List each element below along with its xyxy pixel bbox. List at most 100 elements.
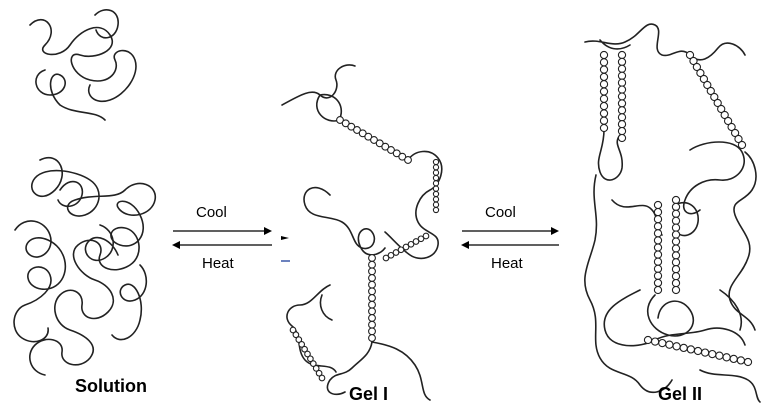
polymer-chain [287, 285, 430, 400]
helix-bead [654, 230, 661, 237]
helix-bead [672, 266, 679, 273]
helix-bead [433, 159, 438, 164]
helix-bead [369, 321, 376, 328]
helix-bead [600, 95, 607, 102]
cool-label: Cool [485, 204, 516, 221]
polymer-chain [327, 255, 372, 394]
helix-bead [672, 224, 679, 231]
helix-bead [618, 128, 625, 135]
helix-bead [618, 134, 625, 141]
transition-arrows-2 [461, 227, 559, 249]
helix-bead [369, 261, 376, 268]
helix-bead [672, 231, 679, 238]
random-coil [30, 158, 156, 375]
helix-bead [433, 191, 438, 196]
helix-bead [433, 202, 438, 207]
helix-bead [433, 165, 438, 170]
solution-panel [14, 10, 155, 375]
helix-bead [672, 238, 679, 245]
helix-bead [673, 343, 680, 350]
helix-bead [672, 210, 679, 217]
helix-bead [618, 107, 625, 114]
helix-bead [618, 121, 625, 128]
helix-bead [600, 51, 607, 58]
polymer-chain [585, 24, 745, 60]
helix-bead [654, 258, 661, 265]
helix-bead [709, 351, 716, 358]
helix-bead [369, 301, 376, 308]
helix-bead [600, 66, 607, 73]
helix-bead [433, 175, 438, 180]
helix-bead [369, 288, 376, 295]
helix-bead [672, 259, 679, 266]
helix-bead [672, 286, 679, 293]
helix-bead [369, 268, 376, 275]
helix-bead [672, 217, 679, 224]
polymer-chain [282, 65, 355, 121]
polymer-chain [320, 295, 332, 320]
helix-bead [405, 157, 412, 164]
helix-bead [433, 197, 438, 202]
helix-bead [737, 357, 744, 364]
cool-arrow-head [551, 227, 559, 235]
helix-bead [618, 86, 625, 93]
helix-bead [672, 196, 679, 203]
cool-arrow-head [264, 227, 272, 235]
helix-bead [369, 308, 376, 315]
helix-bead [369, 335, 376, 342]
helix-bead [369, 255, 376, 262]
helix-bead [600, 103, 607, 110]
helix-bead [716, 352, 723, 359]
helix-bead [654, 244, 661, 251]
helix-bead [618, 100, 625, 107]
helix-bead [369, 275, 376, 282]
helix-bead [600, 59, 607, 66]
helix-bead [433, 170, 438, 175]
helix-bead [687, 346, 694, 353]
helix-bead [600, 88, 607, 95]
helix-bead [654, 201, 661, 208]
helix-bead [694, 347, 701, 354]
polymer-chain [684, 142, 756, 330]
helix-bead [433, 186, 438, 191]
helix-bead [600, 73, 607, 80]
random-coil [14, 221, 118, 342]
helix-bead [618, 58, 625, 65]
gel-two-caption: Gel II [658, 384, 702, 405]
helix-bead [666, 341, 673, 348]
gel-two-panel [585, 24, 760, 402]
helix-bead [738, 141, 745, 148]
helix-bead [600, 124, 607, 131]
helix-bead [618, 93, 625, 100]
helix-bead [659, 340, 666, 347]
helix-bead [702, 349, 709, 356]
random-coil [30, 10, 136, 120]
helix-bead [423, 233, 429, 239]
helix-bead [680, 344, 687, 351]
helix-bead [644, 336, 651, 343]
helix-bead [672, 245, 679, 252]
helix-beads [600, 51, 751, 365]
heat-label: Heat [202, 255, 234, 272]
helix-bead [369, 281, 376, 288]
helix-bead [654, 286, 661, 293]
helix-bead [618, 114, 625, 121]
helix-bead [654, 209, 661, 216]
helix-bead [672, 203, 679, 210]
gel-one-panel [282, 65, 442, 400]
polymer-chain [304, 188, 385, 255]
helix-bead [319, 375, 325, 381]
helix-bead [654, 272, 661, 279]
solution-caption: Solution [75, 376, 147, 397]
helix-bead [672, 280, 679, 287]
cool-label: Cool [196, 204, 227, 221]
gel-one-caption: Gel I [349, 384, 388, 405]
helix-bead [618, 72, 625, 79]
helix-bead [433, 181, 438, 186]
helix-bead [618, 65, 625, 72]
helix-bead [618, 79, 625, 86]
helix-bead [600, 81, 607, 88]
helix-bead [730, 355, 737, 362]
helix-bead [600, 110, 607, 117]
helix-bead [654, 251, 661, 258]
